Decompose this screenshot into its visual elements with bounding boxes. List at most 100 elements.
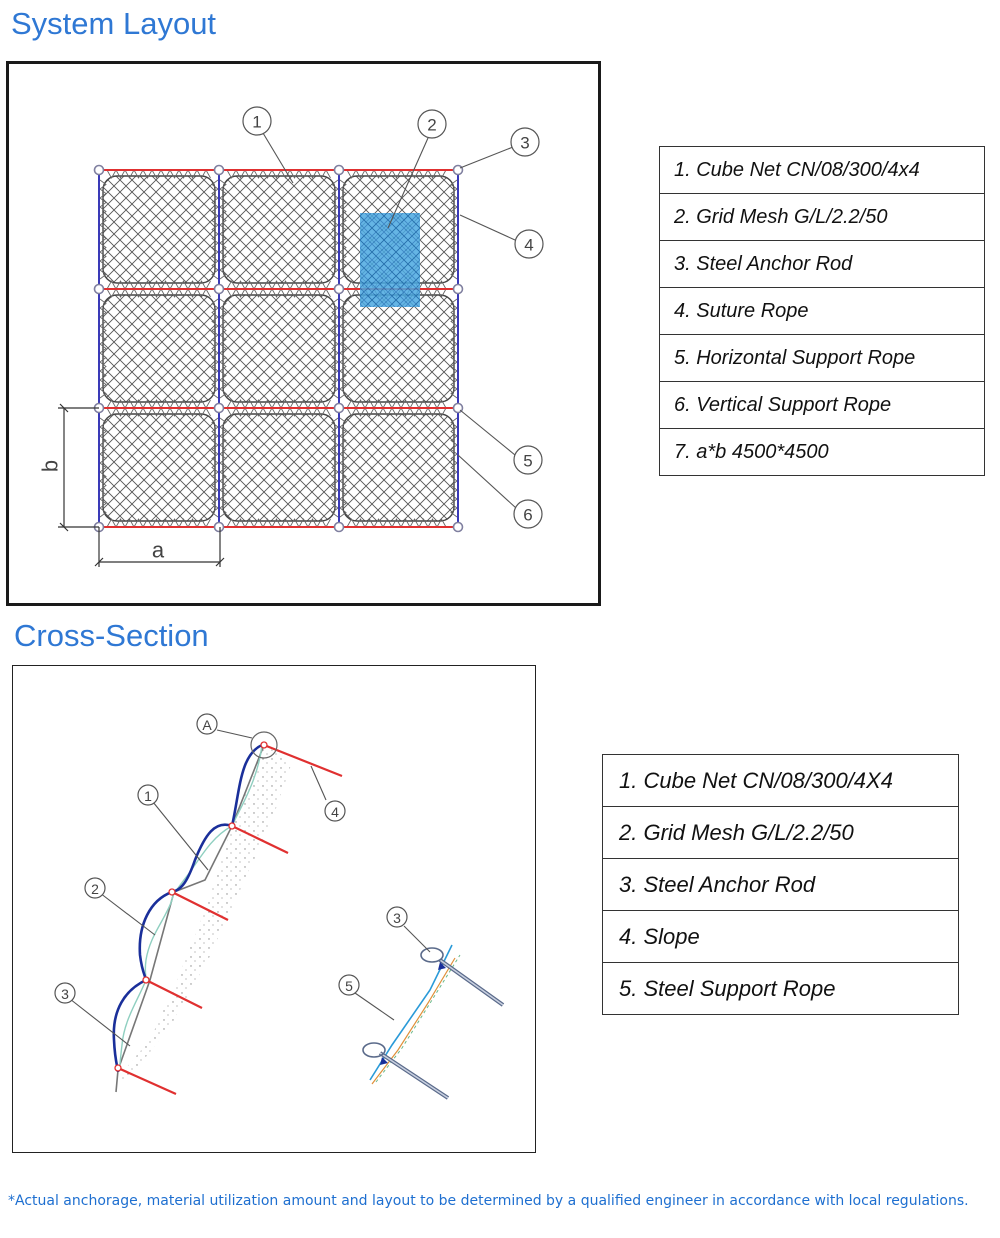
steel-anchor-rod [213,164,225,176]
suture-zigzag [226,288,331,298]
callout-circle [54,982,76,1004]
steel-anchor-rod [333,402,345,414]
steel-anchor-rod [93,164,105,176]
suture-zigzag [211,179,219,280]
steel-anchor-rod [213,402,225,414]
dimension-b-label: b [38,460,63,472]
suture-zigzag [99,179,107,280]
footnote: *Actual anchorage, material utilization … [8,1193,969,1209]
legend-item: 1. Cube Net CN/08/300/4x4 [659,146,985,194]
callout-circle [324,800,346,822]
cross-section-diagram-frame [12,665,536,1153]
legend-item: 5. Horizontal Support Rope [659,334,985,382]
cube-net-panel [102,413,216,522]
suture-zigzag [106,280,211,290]
suture-zigzag [226,407,331,417]
legend-row: 5. Horizontal Support Rope [659,334,985,382]
cube-net-line [112,743,263,1073]
layout-leader-lines [262,132,517,509]
legend-item: 3. Steel Anchor Rod [602,858,959,911]
suture-zigzag [339,417,347,518]
callout-circle [513,499,543,529]
suture-zigzag [331,417,339,518]
steel-anchor-rod [213,283,225,295]
dimension-a [94,527,225,567]
callout-number: 1 [252,113,261,132]
legend-row: 4. Slope [602,910,959,963]
suture-zigzag [219,417,227,518]
suture-zigzag [211,298,219,399]
suture-zigzag [106,169,211,179]
legend-row: 7. a*b 4500*4500 [659,428,985,476]
suture-zigzag [339,179,347,280]
anchor-detail [362,944,505,1100]
callout-number: 3 [393,910,401,926]
suture-zigzag [226,280,331,290]
callout-number: 2 [427,116,436,135]
legend-item: 7. a*b 4500*4500 [659,428,985,476]
callout-number: 3 [61,986,69,1002]
suture-zigzag [99,417,107,518]
suture-zigzag [99,298,107,399]
suture-zigzag [346,169,447,179]
cube-net-panel [222,175,336,284]
cube-net-panel [222,413,336,522]
steel-anchor-rod [213,521,225,533]
suture-zigzag [106,518,211,528]
legend-item: 5. Steel Support Rope [602,962,959,1015]
callout-circle [417,109,447,139]
callout-circle [386,906,408,928]
legend-item: 4. Slope [602,910,959,963]
suture-zigzag [450,179,458,280]
callout-circle [510,127,540,157]
callout-circle [513,445,543,475]
steel-anchor-rod [333,521,345,533]
detail-a-circle [250,731,278,759]
suture-zigzag [339,298,347,399]
suture-zigzag [450,298,458,399]
callout-circle [338,974,360,996]
legend-row: 1. Cube Net CN/08/300/4X4 [602,754,959,807]
suture-zigzag [106,407,211,417]
cube-net-panel [342,413,455,522]
dimension-b [58,403,99,532]
legend-row: 3. Steel Anchor Rod [602,858,959,911]
slope-soil [120,745,292,1088]
cross-section-title: Cross-Section [14,618,209,653]
callout-circle [514,229,544,259]
callout-number: 1 [144,788,152,804]
suture-zigzag [331,179,339,280]
cube-net-panel [102,294,216,403]
legend-row: 2. Grid Mesh G/L/2.2/50 [602,806,959,859]
suture-zigzag [226,169,331,179]
steel-anchor-rod [333,283,345,295]
suture-zigzag [226,399,331,409]
callout-number: 4 [331,804,339,820]
suture-zigzag [450,417,458,518]
suture-zigzag [219,298,227,399]
callout-circle [196,713,218,735]
suture-zigzag [346,407,447,417]
suture-zigzag [346,399,447,409]
grid-mesh-highlight [360,213,420,307]
legend-row: 5. Steel Support Rope [602,962,959,1015]
cube-net-panel [102,175,216,284]
callout-number: 2 [91,881,99,897]
suture-zigzag [106,399,211,409]
suture-rope-zigzags [99,169,458,528]
dimension-a-label: a [152,538,165,563]
steel-anchor-rod [452,283,464,295]
legend-row: 1. Cube Net CN/08/300/4x4 [659,146,985,194]
legend-item: 1. Cube Net CN/08/300/4X4 [602,754,959,807]
anchor-rods [117,743,343,1096]
callout-circle [242,106,272,136]
callout-circle [137,784,159,806]
suture-zigzag [226,518,331,528]
anchor-heads [114,741,268,1072]
suture-zigzag [211,417,219,518]
